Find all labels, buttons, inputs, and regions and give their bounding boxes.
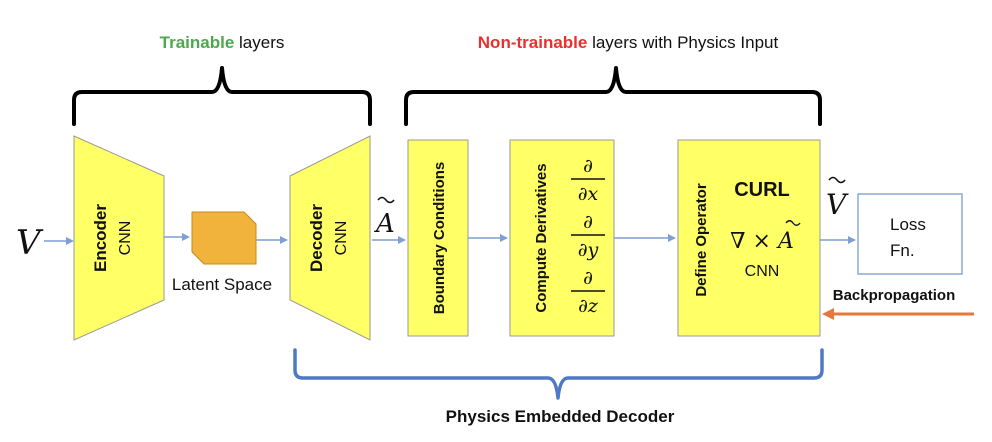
partial-den-x: ∂x — [578, 183, 599, 205]
latent-space-label: Latent Space — [172, 275, 272, 294]
backprop-arrowhead — [822, 308, 834, 320]
curl-nabla-cross: ∇ × — [730, 229, 778, 254]
partial-den-y: ∂y — [578, 239, 599, 261]
curl-expression: ∇ × A — [730, 229, 794, 254]
arrowhead-operator-loss — [848, 236, 856, 244]
decoder-sub: CNN — [333, 221, 350, 256]
latent-space-block — [191, 211, 257, 265]
partial-num-y: ∂ — [583, 211, 593, 233]
nontrainable-layers-title: Non-trainable layers with Physics Input — [478, 33, 779, 52]
loss-line-2: Fn. — [890, 241, 915, 260]
v-tilde-mark — [828, 176, 846, 184]
arrowhead-encoder-latent — [182, 233, 190, 241]
define-operator-label: Define Operator — [693, 183, 710, 297]
backpropagation-label: Backpropagation — [833, 287, 956, 304]
encoder-block — [73, 135, 165, 341]
decoder-title: Decoder — [307, 204, 326, 272]
a-tilde-symbol: A — [374, 209, 395, 239]
physics-decoder-brace — [293, 348, 824, 400]
input-v-symbol: V — [16, 223, 44, 263]
arrowhead-derivatives-operator — [668, 234, 676, 242]
arrowhead-boundary-derivatives — [500, 234, 508, 242]
compute-derivatives-block — [509, 139, 615, 337]
physics-embedded-decoder-label: Physics Embedded Decoder — [446, 407, 675, 426]
compute-derivatives-label: Compute Derivatives — [533, 163, 550, 312]
decoder-block — [289, 135, 371, 341]
curl-a-tilde-mark — [785, 220, 801, 226]
trainable-rest: layers — [234, 33, 284, 52]
arrowhead-latent-decoder — [280, 236, 288, 244]
trainable-brace — [72, 66, 372, 126]
loss-function-box — [857, 193, 963, 275]
partial-den-z: ∂z — [578, 295, 599, 317]
encoder-sub: CNN — [117, 221, 134, 256]
arrowhead-decoder-boundary — [398, 236, 406, 244]
boundary-conditions-label: Boundary Conditions — [431, 162, 448, 315]
curl-a-var: A — [776, 229, 794, 254]
nontrainable-word: Non-trainable — [478, 33, 588, 52]
define-operator-block — [677, 139, 821, 337]
encoder-title: Encoder — [91, 204, 110, 272]
curl-label: CURL — [734, 179, 790, 201]
trainable-word: Trainable — [160, 33, 235, 52]
loss-line-1: Loss — [890, 215, 926, 234]
partial-num-x: ∂ — [583, 155, 593, 177]
arrowhead-input-encoder — [66, 237, 74, 245]
nontrainable-rest: layers with Physics Input — [587, 33, 778, 52]
operator-cnn-label: CNN — [745, 263, 780, 280]
nontrainable-brace — [404, 66, 822, 126]
trainable-layers-title: Trainable layers — [160, 33, 285, 52]
v-tilde-symbol: V — [826, 188, 849, 221]
partial-num-z: ∂ — [583, 267, 593, 289]
a-tilde-mark — [377, 196, 395, 204]
